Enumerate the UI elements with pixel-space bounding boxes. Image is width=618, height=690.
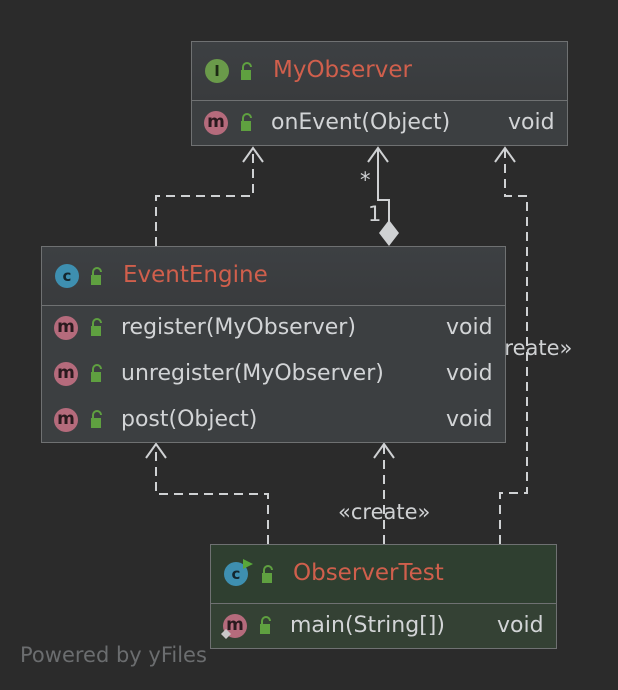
method-signature: onEvent(Object) [271, 110, 451, 135]
method-icon: m [54, 362, 78, 386]
class-box-observertest[interactable]: c ObserverTest m main(String[]) void [210, 544, 557, 649]
method-row[interactable]: m main(String[]) void [211, 603, 556, 649]
return-type: void [446, 315, 493, 340]
return-type: void [446, 407, 493, 432]
method-signature: main(String[]) [290, 613, 445, 638]
class-header: I MyObserver [192, 42, 567, 101]
method-signature: post(Object) [121, 407, 258, 432]
interface-icon: I [205, 59, 229, 83]
arrowhead-aggregation [367, 146, 389, 163]
method-icon: m [54, 316, 78, 340]
method-icon: m [54, 408, 78, 432]
method-signature: unregister(MyObserver) [121, 361, 384, 386]
method-row[interactable]: m unregister(MyObserver) void [42, 351, 505, 397]
lock-icon [262, 565, 273, 583]
edge-observertest-create-myobserver [499, 148, 528, 544]
static-marker-icon [221, 629, 231, 639]
watermark: Powered by yFiles [20, 643, 207, 667]
multiplicity-one: 1 [368, 202, 382, 226]
method-icon: m [204, 111, 228, 135]
arrowhead-create-myobserver [494, 146, 516, 163]
multiplicity-many: * [360, 168, 371, 192]
return-type: void [497, 613, 544, 638]
class-name: MyObserver [273, 57, 412, 83]
return-type: void [446, 361, 493, 386]
run-arrow-icon [243, 559, 253, 569]
class-box-myobserver[interactable]: I MyObserver m onEvent(Object) void [191, 41, 568, 146]
edge-observertest-uses-eventengine [155, 444, 269, 544]
method-row[interactable]: m post(Object) void [42, 397, 505, 443]
method-signature: register(MyObserver) [121, 315, 356, 340]
create-label-eventengine: «create» [338, 500, 431, 524]
lock-icon [241, 62, 252, 80]
arrowhead-implements [242, 146, 264, 163]
arrowhead-create-eventengine [373, 442, 395, 459]
arrowhead-uses-eventengine [145, 442, 167, 459]
class-header: c EventEngine [42, 247, 505, 306]
method-row[interactable]: m onEvent(Object) void [192, 100, 567, 146]
edge-eventengine-implements-myobserver [155, 148, 254, 246]
class-header: c ObserverTest [211, 545, 556, 604]
return-type: void [508, 110, 555, 135]
edge-aggregation [377, 148, 390, 222]
lock-icon [241, 113, 252, 131]
lock-icon [91, 410, 102, 428]
lock-icon [91, 364, 102, 382]
class-name: EventEngine [123, 262, 268, 288]
lock-icon [91, 318, 102, 336]
method-row[interactable]: m register(MyObserver) void [42, 305, 505, 351]
class-icon: c [55, 264, 79, 288]
class-name: ObserverTest [293, 560, 444, 586]
aggregation-diamond [379, 220, 399, 246]
class-box-eventengine[interactable]: c EventEngine m register(MyObserver) voi… [41, 246, 506, 443]
lock-icon [91, 267, 102, 285]
lock-icon [260, 616, 271, 634]
